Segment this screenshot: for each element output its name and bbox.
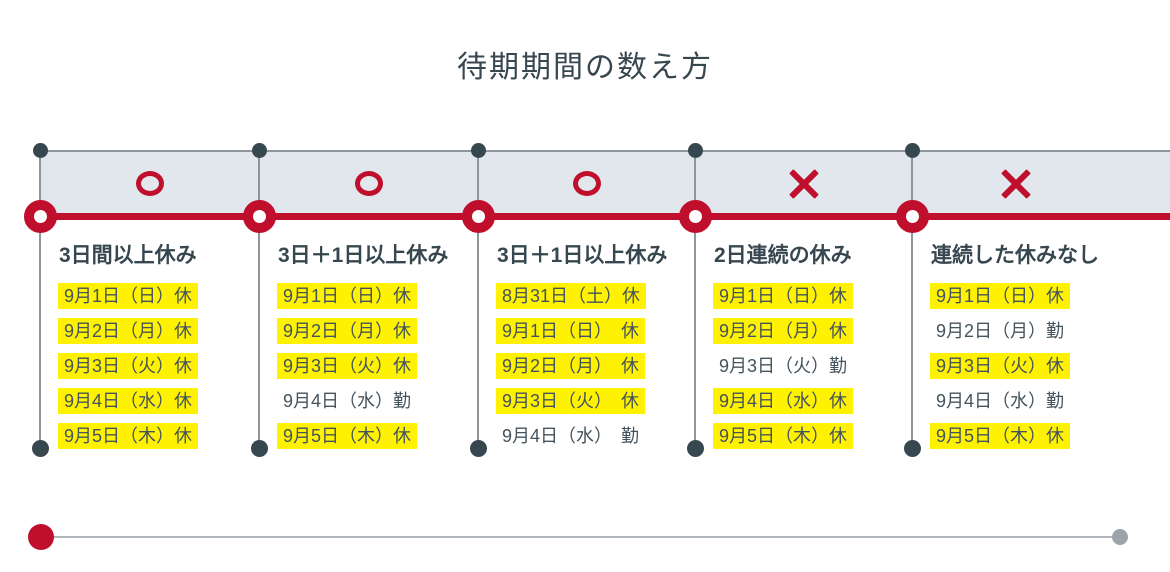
timeline-ring-marker bbox=[242, 200, 276, 233]
circle-mark-icon bbox=[135, 171, 164, 196]
date-row: 9月5日（木）休 bbox=[58, 423, 199, 449]
timeline-ring-marker bbox=[895, 200, 929, 233]
progress-track-line bbox=[41, 536, 1120, 538]
column-divider-line bbox=[39, 150, 41, 448]
date-row: 8月31日（土）休 bbox=[496, 283, 647, 309]
date-row: 9月3日（火）休 bbox=[58, 353, 199, 379]
date-row: 9月4日（水）休 bbox=[58, 388, 199, 414]
column-end-dot bbox=[903, 440, 921, 457]
date-list: 9月1日（日）休 9月2日（月）休 9月3日（火）勤 9月4日（水）休 9月5日（木）休 bbox=[713, 283, 854, 458]
date-row: 9月5日（木）休 bbox=[713, 423, 854, 449]
date-row: 9月4日（水） 勤 bbox=[502, 426, 640, 446]
column-heading: 2日連続の休み bbox=[714, 244, 852, 267]
column-end-dot bbox=[686, 440, 704, 457]
column-divider-line bbox=[258, 150, 260, 448]
date-row: 9月3日（火）勤 bbox=[719, 356, 848, 376]
date-row: 9月1日（日）休 bbox=[58, 283, 199, 309]
date-row: 9月2日（月） 休 bbox=[496, 353, 646, 379]
timeline-node-dot bbox=[32, 143, 48, 158]
date-list: 9月1日（日）休 9月2日（月）勤 9月3日（火）休 9月4日（水）勤 9月5日（木）休 bbox=[930, 283, 1071, 458]
page-title: 待期期間の数え方 bbox=[457, 51, 713, 84]
date-row: 9月1日（日） 休 bbox=[496, 318, 646, 344]
column-divider-line bbox=[477, 150, 479, 448]
cross-mark-icon bbox=[1001, 169, 1031, 199]
column-divider-line bbox=[694, 150, 696, 448]
timeline-ring-marker bbox=[461, 200, 495, 233]
timeline-node-dot bbox=[904, 143, 920, 158]
circle-mark-icon bbox=[354, 171, 383, 196]
date-row: 9月2日（月）休 bbox=[58, 318, 199, 344]
date-row: 9月5日（木）休 bbox=[930, 423, 1071, 449]
column-heading: 3日＋1日以上休み bbox=[278, 244, 449, 267]
date-row: 9月4日（水）勤 bbox=[936, 391, 1065, 411]
timeline-ring-marker bbox=[678, 200, 712, 233]
date-row: 9月5日（木）休 bbox=[277, 423, 418, 449]
column-end-dot bbox=[31, 440, 49, 457]
date-row: 9月1日（日）休 bbox=[277, 283, 418, 309]
date-row: 9月3日（火）休 bbox=[277, 353, 418, 379]
date-row: 9月4日（水）休 bbox=[713, 388, 854, 414]
date-row: 9月2日（月）休 bbox=[713, 318, 854, 344]
column-end-dot bbox=[250, 440, 268, 457]
timeline-ring-marker bbox=[23, 200, 57, 233]
header-band bbox=[40, 150, 1170, 213]
timeline-node-dot bbox=[470, 143, 486, 158]
progress-end-dot bbox=[1112, 529, 1128, 545]
timeline-node-dot bbox=[687, 143, 703, 158]
circle-mark-icon bbox=[572, 171, 601, 196]
date-list: 9月1日（日）休 9月2日（月）休 9月3日（火）休 9月4日（水）休 9月5日（木）休 bbox=[58, 283, 199, 458]
column-end-dot bbox=[469, 440, 487, 457]
cross-mark-icon bbox=[788, 169, 819, 199]
column-heading: 連続した休みなし bbox=[931, 244, 1099, 267]
date-row: 9月2日（月）勤 bbox=[936, 321, 1065, 341]
timeline-red-line bbox=[28, 213, 1170, 220]
column-heading: 3日＋1日以上休み bbox=[497, 244, 668, 267]
column-divider-line bbox=[911, 150, 913, 448]
timeline-node-dot bbox=[251, 143, 267, 158]
progress-start-dot bbox=[28, 524, 54, 550]
date-row: 9月1日（日）休 bbox=[930, 283, 1071, 309]
date-row: 9月2日（月）休 bbox=[277, 318, 418, 344]
date-row: 9月1日（日）休 bbox=[713, 283, 854, 309]
date-row: 9月3日（火） 休 bbox=[496, 388, 646, 414]
date-row: 9月3日（火）休 bbox=[930, 353, 1071, 379]
date-row: 9月4日（水）勤 bbox=[283, 391, 412, 411]
date-list: 9月1日（日）休 9月2日（月）休 9月3日（火）休 9月4日（水）勤 9月5日（木）休 bbox=[277, 283, 418, 458]
date-list: 8月31日（土）休 9月1日（日） 休 9月2日（月） 休 9月3日（火） 休 9月4日… bbox=[496, 283, 647, 458]
column-heading: 3日間以上休み bbox=[59, 244, 197, 267]
